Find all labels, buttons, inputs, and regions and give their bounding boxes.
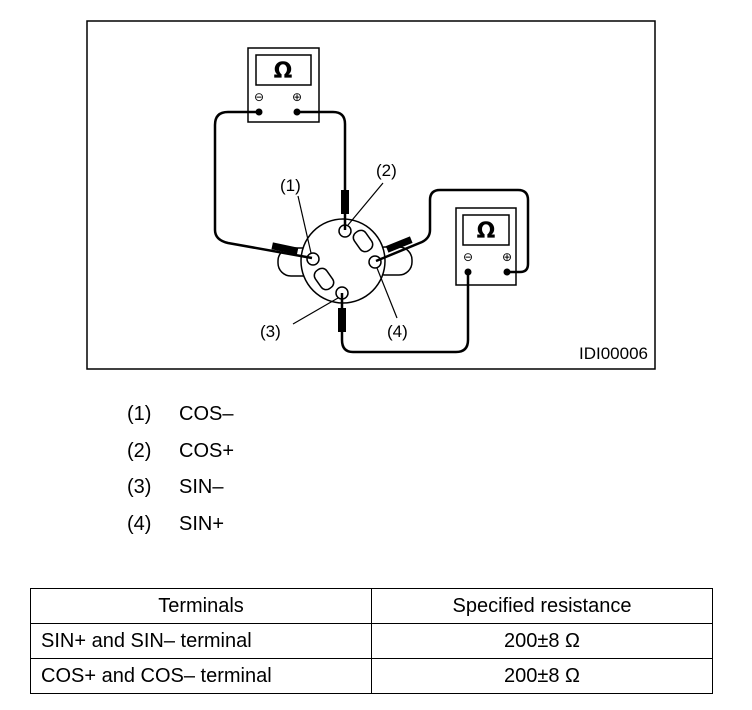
minus-terminal-icon: ⊖ [463, 250, 473, 264]
legend-item: (3) SIN– [127, 469, 234, 506]
plus-terminal-icon: ⊕ [292, 90, 302, 104]
resistance-cell: 200±8 Ω [371, 623, 713, 659]
legend-text: COS– [179, 403, 234, 425]
resistance-check-diagram: Ω ⊖ ⊕ Ω ⊖ ⊕ (1) (2) ( [86, 20, 656, 370]
legend-item: (2) COS+ [127, 433, 234, 470]
resistance-cell: 200±8 Ω [371, 658, 713, 694]
terminal-cell: SIN+ and SIN– terminal [30, 623, 372, 659]
ohm-symbol: Ω [274, 59, 293, 84]
terminal-cell: COS+ and COS– terminal [30, 658, 372, 694]
ohmmeter-right: Ω ⊖ ⊕ [455, 207, 517, 286]
terminal-legend: (1) COS– (2) COS+ (3) SIN– (4) SIN+ [127, 396, 234, 542]
test-leads [213, 110, 530, 354]
callout-3: (3) [260, 322, 281, 341]
legend-item: (1) COS– [127, 396, 234, 433]
header-specified-resistance: Specified resistance [371, 588, 713, 624]
callout-leaders [292, 182, 398, 325]
header-terminals: Terminals [30, 588, 372, 624]
legend-text: COS+ [179, 439, 235, 462]
sensor-connector [277, 218, 413, 304]
minus-terminal-icon: ⊖ [254, 90, 264, 104]
figure-id: IDI00006 [579, 344, 648, 363]
legend-text: SIN– [179, 476, 224, 498]
legend-text: SIN+ [179, 512, 225, 535]
table-row: COS+ and COS– terminal 200±8 Ω [30, 658, 713, 694]
legend-number: (2) [127, 439, 152, 462]
callout-1: (1) [280, 176, 301, 195]
terminal-4-sin-plus [368, 255, 382, 269]
resistance-spec-table: Terminals Specified resistance SIN+ and … [30, 588, 713, 694]
table-row: SIN+ and SIN– terminal 200±8 Ω [30, 623, 713, 659]
probe-tips [271, 190, 413, 332]
ohmmeter-top: Ω ⊖ ⊕ [247, 47, 320, 123]
legend-item: (4) SIN+ [127, 506, 234, 543]
figure-frame [86, 20, 656, 370]
ohm-symbol: Ω [477, 219, 496, 244]
terminal-1-cos-minus [306, 252, 320, 266]
legend-number: (4) [127, 512, 152, 535]
callout-2: (2) [376, 161, 397, 180]
plus-terminal-icon: ⊕ [502, 250, 512, 264]
legend-number: (3) [127, 476, 152, 498]
callout-4: (4) [387, 322, 408, 341]
legend-number: (1) [127, 403, 152, 425]
table-header-row: Terminals Specified resistance [30, 588, 713, 624]
